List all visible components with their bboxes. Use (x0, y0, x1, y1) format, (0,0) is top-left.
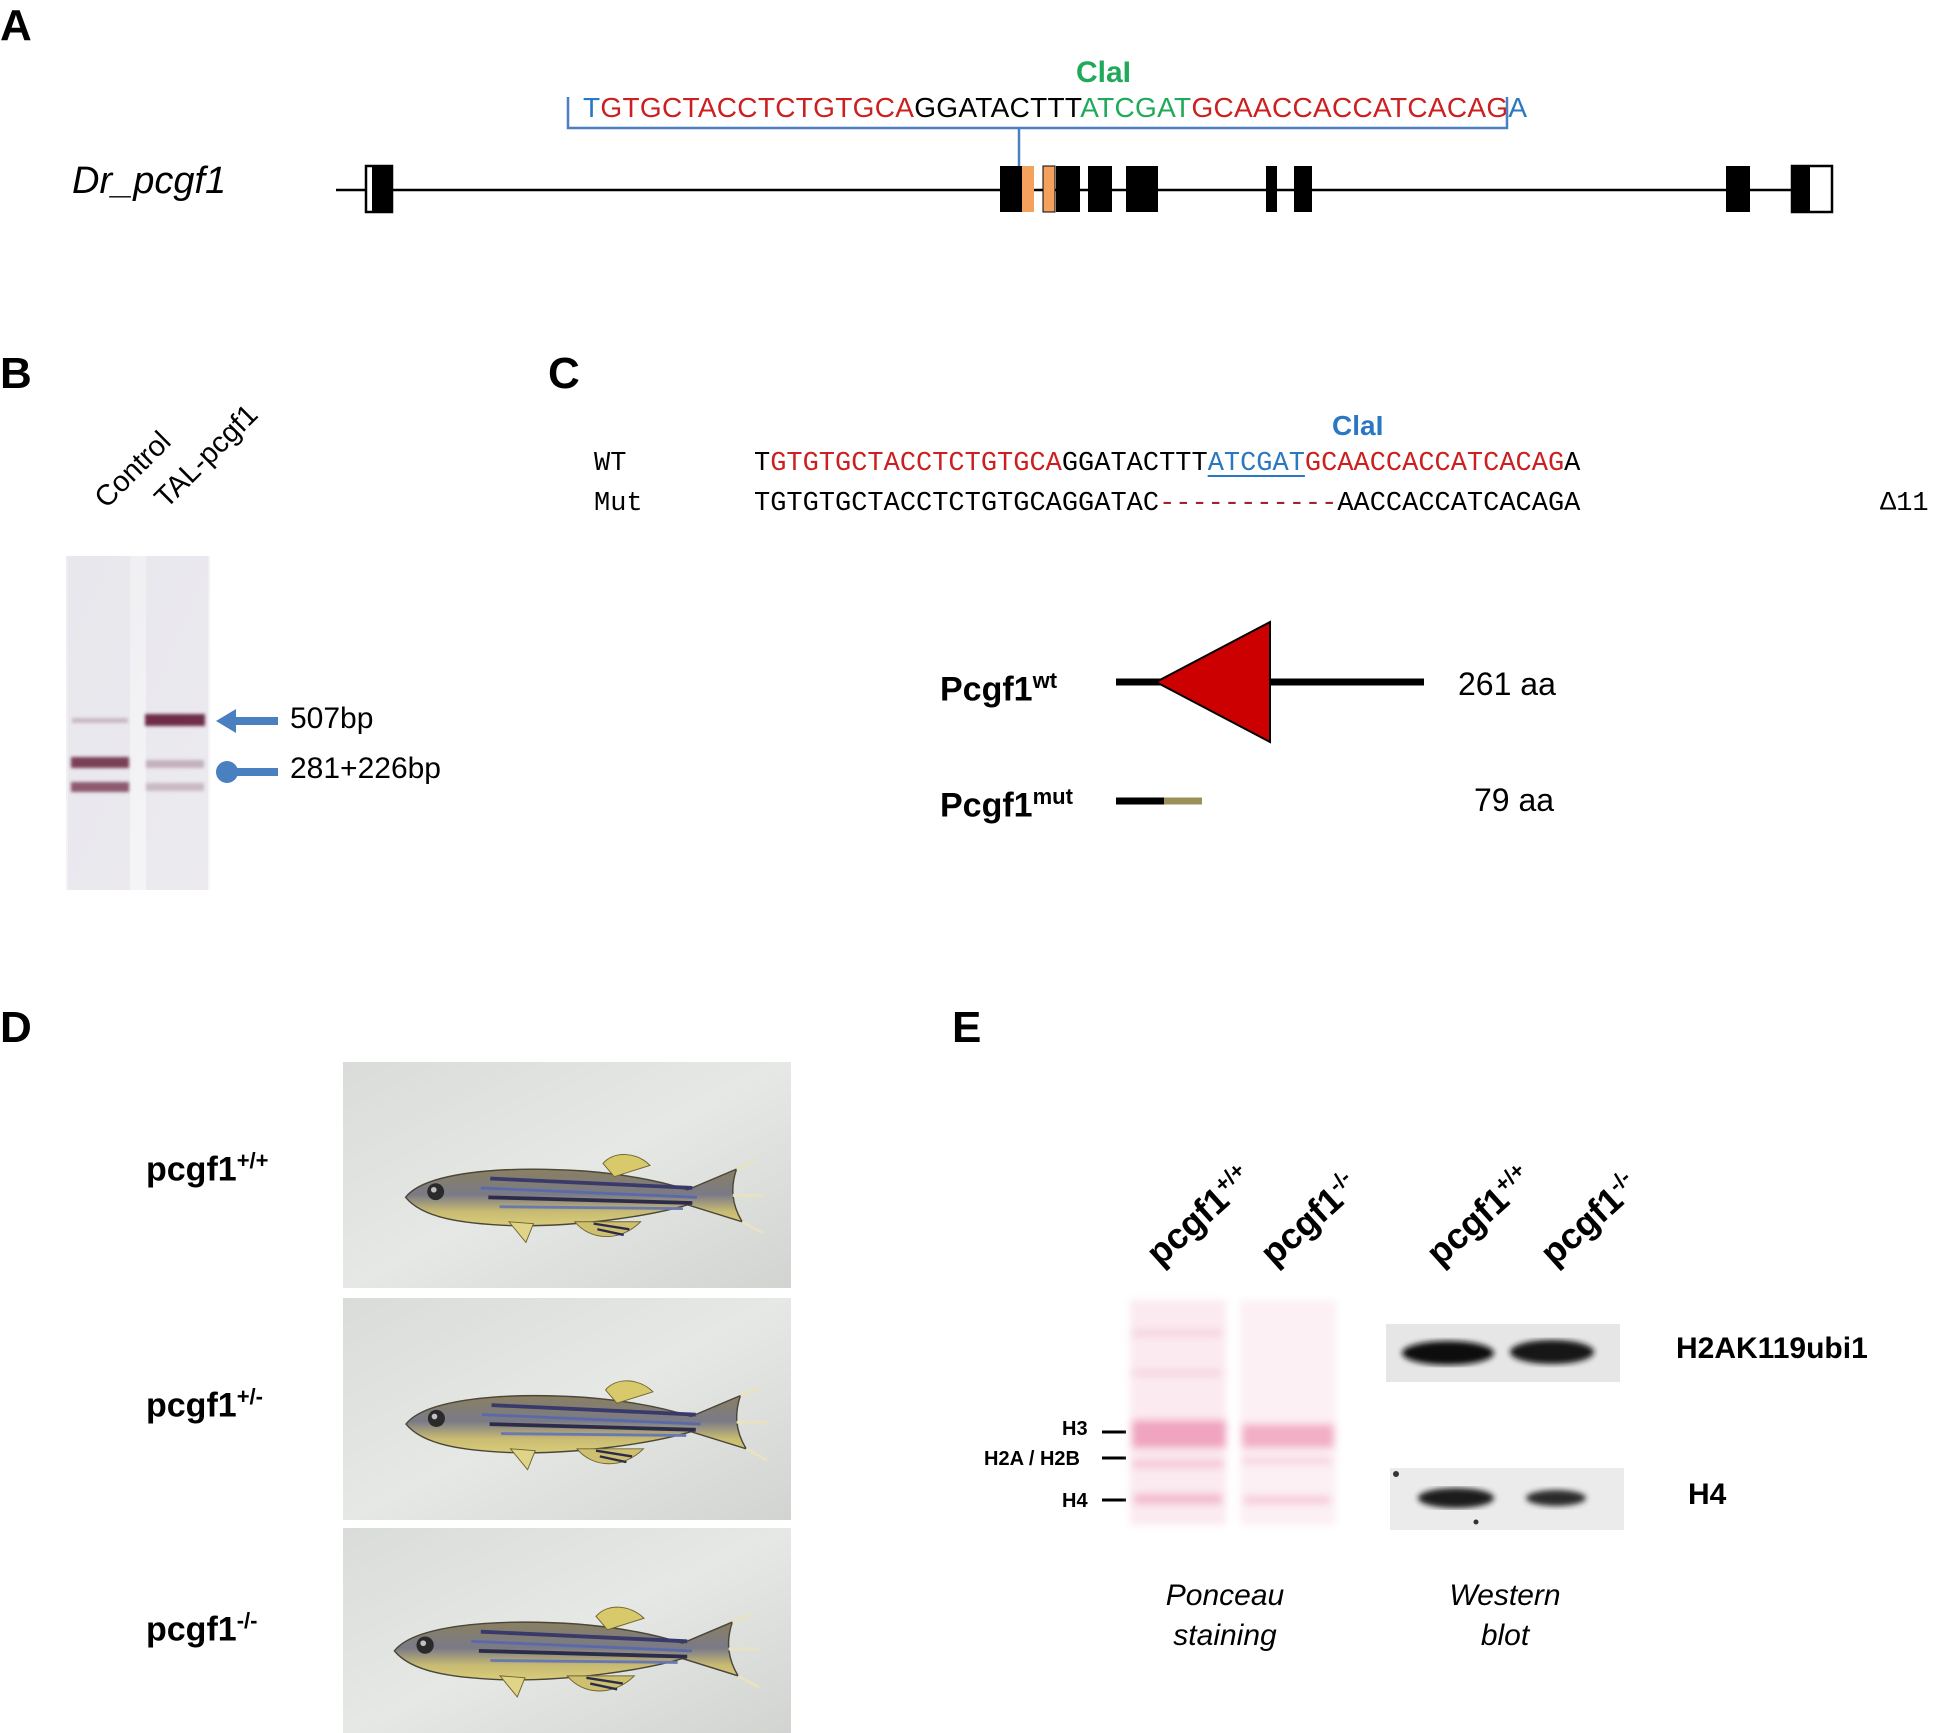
ponceau-membrane (1130, 1300, 1336, 1525)
header-ponceau-wt: pcgf1+/+ (1138, 1157, 1261, 1274)
panel-letter-a: A (0, 1, 32, 50)
marker-h2a-h2b: H2A / H2B (984, 1448, 1080, 1470)
exon-7 (1266, 166, 1277, 212)
seq-end: A (1508, 92, 1528, 123)
exon-5 (1088, 166, 1112, 212)
exon-10 (1792, 166, 1810, 212)
band-label-281: 281+226bp (290, 752, 441, 785)
caption-western: Western blot (1430, 1576, 1580, 1656)
sequence-bracket (566, 97, 1509, 130)
panel-letter-b: B (0, 349, 32, 398)
caption-ponceau-1: Ponceau (1165, 1579, 1285, 1612)
protein-diagram (1116, 620, 1424, 805)
protein-mut-name: Pcgf1 (940, 786, 1033, 825)
wt-seq-left: GTGTGCTACCTCTGTGCA (770, 449, 1062, 479)
mut-seq-left: TGTGTGCTACCTCTGTGCAGGATAC (754, 489, 1160, 519)
genotype-het-base: pcgf1 (146, 1386, 237, 1425)
seq-start: T (583, 92, 601, 123)
ring-domain-triangle (1153, 620, 1271, 744)
caption-ponceau-2: staining (1173, 1619, 1277, 1652)
caption-western-2: blot (1480, 1619, 1530, 1652)
mut-sequence: TGTGTGCTACCTCTGTGCAGGATAC-----------AACC… (754, 489, 1580, 519)
marker-h3: H3 (1062, 1418, 1088, 1440)
band-control-281 (71, 757, 129, 768)
exon-6 (1126, 166, 1158, 212)
exon-target-1 (1022, 166, 1034, 212)
exon-8 (1294, 166, 1312, 212)
band-tal-507 (145, 714, 205, 726)
fish-photos (343, 1062, 791, 1733)
genotype-het-sup: +/- (236, 1384, 263, 1409)
band-tal-226 (146, 783, 204, 791)
protein-mut-sup: mut (1032, 784, 1073, 809)
exon-1 (372, 166, 392, 212)
genotype-label-wt: pcgf1+/+ (146, 1148, 269, 1189)
header-ponceau-ko: pcgf1-/- (1252, 1165, 1367, 1274)
wt-seq-start: T (754, 449, 771, 479)
dot-281-icon (216, 761, 238, 783)
arrow-507-icon (216, 709, 278, 733)
gene-name: Dr_pcgf1 (72, 160, 227, 202)
exon-9 (1726, 166, 1750, 212)
genotype-ko-sup: -/- (236, 1608, 258, 1633)
band-label-507: 507bp (290, 702, 374, 735)
panel-letter-e: E (952, 1003, 982, 1052)
panel-letter-d: D (0, 1003, 32, 1052)
target-sequence-a: TGTGCTACCTCTGTGCAGGATACTTTATCGATGCAACCAC… (583, 92, 1527, 124)
seq-clai-site: ATCGAT (1080, 92, 1192, 123)
wt-label: WT (594, 449, 627, 479)
mut-seq-right: AACCACCATCACAGA (1337, 489, 1581, 519)
band-markers (216, 709, 278, 783)
seq-left-arm: GTGCTACCTCTGTGCA (600, 92, 915, 123)
band-control-faint (72, 718, 128, 723)
exon-4 (1056, 166, 1080, 212)
genotype-wt-sup: +/+ (236, 1148, 269, 1173)
blot-label-h2ak119ubi1: H2AK119ubi1 (1676, 1332, 1868, 1365)
gene-structure-diagram (336, 97, 1834, 214)
protein-mut-label: Pcgf1mut (940, 784, 1073, 825)
exon-target-2 (1042, 165, 1056, 213)
wt-seq-end: A (1564, 449, 1581, 479)
wt-sequence: TGTGTGCTACCTCTGTGCAGGATACTTTATCGATGCAACC… (754, 449, 1580, 479)
genotype-label-ko: pcgf1-/- (146, 1608, 257, 1649)
deletion-label: Δ11 (1880, 489, 1929, 519)
wt-seq-mid: GGATACTTT (1061, 449, 1208, 479)
wt-seq-right: GCAACCACCATCACAG (1304, 449, 1565, 479)
protein-wt-name: Pcgf1 (940, 670, 1033, 709)
header-western-ko: pcgf1-/- (1532, 1165, 1647, 1274)
caption-ponceau: Ponceau staining (1150, 1576, 1300, 1656)
header-western-wt: pcgf1+/+ (1418, 1157, 1541, 1274)
protein-wt-label: Pcgf1wt (940, 668, 1057, 709)
panel-letter-c: C (548, 349, 580, 398)
blot-images (1102, 1300, 1624, 1530)
band-control-226 (71, 782, 129, 792)
exon-2 (1000, 166, 1022, 212)
clai-label-a: ClaI (1076, 56, 1132, 89)
genotype-ko-base: pcgf1 (146, 1610, 237, 1649)
blot-label-h4: H4 (1688, 1478, 1727, 1511)
caption-western-1: Western (1449, 1579, 1561, 1612)
genotype-wt-base: pcgf1 (146, 1150, 237, 1189)
marker-h4: H4 (1062, 1490, 1088, 1512)
wt-seq-site: ATCGAT (1207, 449, 1305, 479)
mut-seq-gap: ----------- (1159, 489, 1338, 519)
protein-wt-sup: wt (1032, 668, 1058, 693)
mut-label: Mut (594, 489, 643, 519)
gel-image (66, 556, 210, 890)
protein-wt-length: 261 aa (1458, 666, 1556, 702)
band-tal-281 (146, 760, 204, 768)
seq-right-arm: GCAACCACCATCACAG (1191, 92, 1509, 123)
genotype-label-het: pcgf1+/- (146, 1384, 263, 1425)
seq-spacer: GGATACTTT (914, 92, 1081, 123)
clai-label-c: ClaI (1332, 410, 1384, 441)
protein-mut-length: 79 aa (1474, 782, 1555, 818)
